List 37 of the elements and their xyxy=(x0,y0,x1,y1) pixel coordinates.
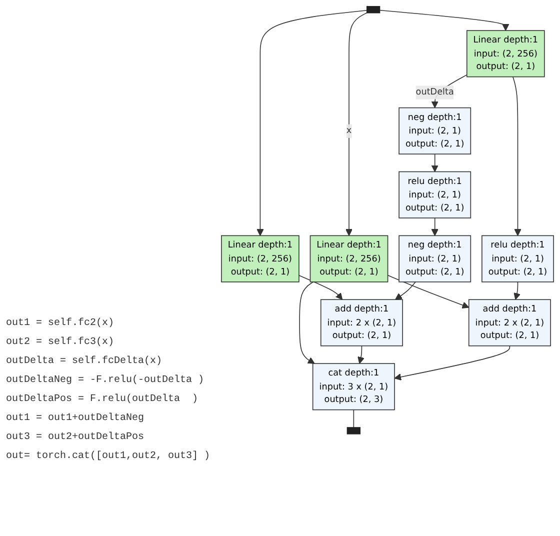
node-box xyxy=(398,171,472,218)
node-bar xyxy=(366,6,380,14)
code-line: out2 = self.fc3(x) xyxy=(6,337,116,348)
node-bar xyxy=(346,427,360,434)
code-line: outDeltaPos = F.relu(outDelta ) xyxy=(6,394,200,405)
connector xyxy=(353,409,354,428)
edge-label: x xyxy=(346,125,352,136)
edge-label: outDelta xyxy=(416,86,454,97)
arrow xyxy=(387,274,470,309)
code-line: out1 = out1+outDeltaNeg xyxy=(6,413,146,424)
arrow xyxy=(345,12,368,236)
code-line: out1 = self.fc2(x) xyxy=(6,318,116,329)
node-box xyxy=(221,235,300,282)
node-box xyxy=(398,235,472,282)
arrow xyxy=(256,10,368,236)
node-box xyxy=(398,107,472,154)
node-box xyxy=(466,30,545,78)
node-box xyxy=(320,299,403,346)
arrow xyxy=(395,282,416,300)
node-box xyxy=(468,299,551,346)
arrow xyxy=(358,345,364,364)
arrow xyxy=(431,154,438,172)
code-line: outDelta = self.fcDelta(x) xyxy=(6,356,164,367)
arrow xyxy=(512,76,522,236)
node-box xyxy=(312,363,395,410)
code-line: out= torch.cat([out1,out2, out3] ) xyxy=(6,451,212,462)
arrow xyxy=(298,274,343,300)
node-box xyxy=(482,235,554,282)
arrow xyxy=(514,282,521,300)
code-line: out3 = out2+outDeltaPos xyxy=(6,432,146,443)
arrow xyxy=(394,345,510,380)
arrow xyxy=(299,282,315,364)
arrow xyxy=(431,218,438,236)
arrow xyxy=(379,10,510,31)
code-line: outDeltaNeg = -F.relu(-outDelta ) xyxy=(6,375,206,386)
flowchart: x outDelta Linear depth:1 input: (2, 256) output: (2, 1) Linear depth:1 input: (2, 256) output: (2, 1) neg depth:1 input: (2, 1) output: (2, 1) relu depth:1 input: (2, 1) output: (2, 1) relu depth:1 input: (2, 1) output: (2, 1) add depth:1 input: 2 x (2, 1) output: (2, 1) Linear depth:1 input: (2, 256) output: (2, 1) neg depth:1 input: (2, 1) output: (2, 1) add depth:1 input: 2 x (2, 1) output: (2, 1) cat depth:1 input: 3 x (2, 1) output: (2, 3) xyxy=(215,0,560,440)
node-box xyxy=(310,235,388,282)
